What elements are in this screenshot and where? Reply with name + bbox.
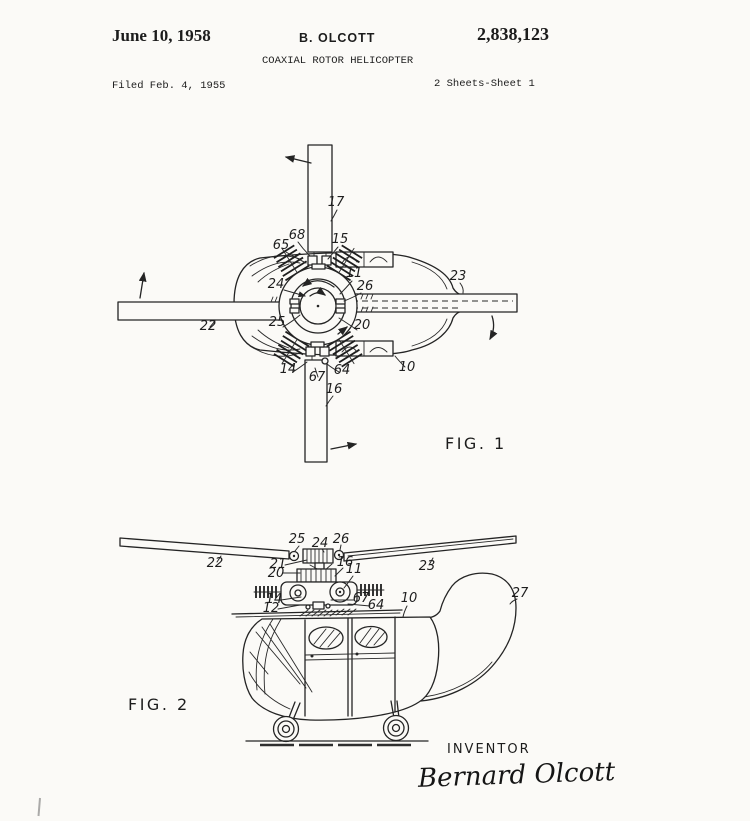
ref-label-22: 22 [200,319,217,334]
arrow-left-blade [140,273,144,298]
door-handle-front [311,655,314,658]
ref-label-64: 64 [334,363,351,378]
ref-label-11: 11 [346,562,363,577]
ref-label-20: 20 [268,566,285,581]
fig1-top-view: 17686515241126232225201467641016 FIG. 1 [118,145,517,462]
ref-label-20: 20 [354,318,371,333]
ref-label-23: 23 [419,559,436,574]
arrow-top-blade [286,157,311,163]
ref-label-16: 16 [326,382,343,397]
ref-label-26: 26 [333,532,350,547]
ref-label-12: 12 [263,601,280,616]
fig1-caption: FIG. 1 [445,434,507,453]
ref-label-64: 64 [368,598,385,613]
ref-label-25: 25 [289,532,306,547]
ref-label-23: 23 [450,269,467,284]
ref-label-68: 68 [289,228,306,243]
ref-label-65: 65 [273,238,290,253]
fig2-side-view: 222524262321201611141267641027 FIG. 2 [120,532,529,745]
arrow-right-blade [490,316,494,339]
door-window-front [309,627,343,649]
ref-label-10: 10 [399,360,416,375]
ref-label-24: 24 [312,536,329,551]
ref-label-27: 27 [512,586,529,601]
door-window-rear [355,627,387,648]
ref-label-14: 14 [280,362,297,377]
ref-label-24: 24 [268,277,285,292]
inventor-signature: Bernard Olcott [416,757,616,794]
cabin [243,617,439,720]
fig2-caption: FIG. 2 [128,695,190,714]
ground-line [246,741,428,745]
ref-label-22: 22 [207,556,224,571]
rotor-blade-right [343,294,517,312]
main-rotor-blade-left [120,538,289,559]
ref-label-15: 15 [332,232,349,247]
door-handle-rear [356,653,359,656]
ref-label-26: 26 [357,279,374,294]
ref-label-10: 10 [401,591,418,606]
inventor-caption: INVENTOR [447,742,531,757]
main-rotor-blade-right [344,536,516,561]
scan-artifact [39,798,41,816]
arrow-bottom-blade [331,444,356,449]
ref-label-67: 67 [309,370,326,385]
gearbox [297,569,336,582]
ref-label-25: 25 [269,315,286,330]
ref-label-17: 17 [328,195,345,210]
